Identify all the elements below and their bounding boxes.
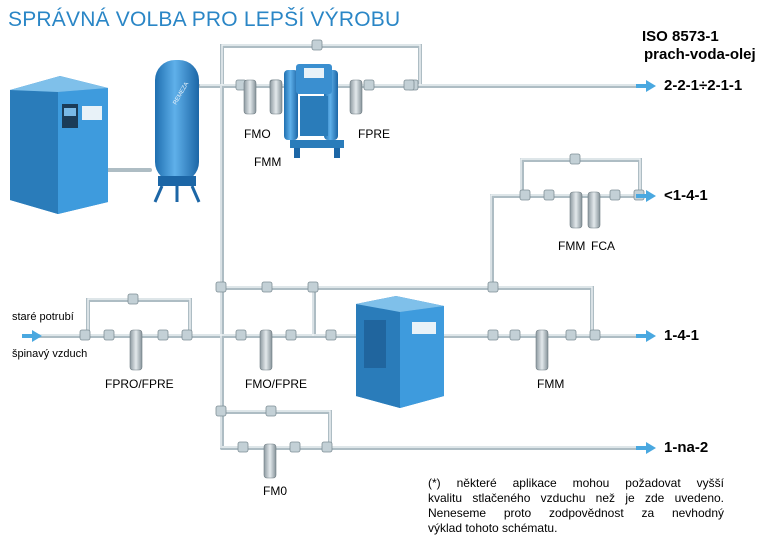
input-label-dirty-air: špinavý vzduch: [12, 348, 88, 360]
note-line-4: výklad tohoto schématu.: [428, 521, 558, 535]
standard-name: ISO 8573-1: [642, 28, 719, 45]
page-title: SPRÁVNÁ VOLBA PRO LEPŠÍ VÝROBU: [8, 8, 401, 31]
arrow-mid: [636, 330, 656, 342]
adsorption-dryer: [284, 64, 344, 158]
compressor-unit: [10, 76, 108, 214]
air-receiver-tank: REMEZA: [153, 60, 201, 203]
filter-label-fmm-fca: FMM: [558, 239, 586, 253]
filter-label-fmo: FMO: [244, 127, 271, 141]
arrow-top: [636, 80, 656, 92]
output-label-fca: <1-4-1: [664, 187, 708, 204]
filter-label-fmo-fpre: FMO/FPRE: [245, 377, 307, 391]
filter-label-fpre: FPRE: [358, 127, 391, 141]
disclaimer-note: (*) některé aplikace mohou požadovat vyš…: [428, 476, 724, 536]
input-label-old-pipe: staré potrubí: [12, 311, 74, 323]
note-line-1: (*) některé aplikace mohou požadovat vyš…: [428, 476, 724, 490]
arrow-bottom: [636, 442, 656, 454]
valve-fittings: [79, 39, 645, 453]
arrow-input: [22, 330, 42, 342]
standard-subtitle: prach-voda-olej: [644, 46, 756, 63]
filter-label-fpro-fpre: FPRO/FPRE: [105, 377, 174, 391]
output-label-mid: 1-4-1: [664, 327, 700, 344]
arrow-fca: [636, 190, 656, 202]
filter-housings: [129, 79, 601, 479]
output-arrows: [22, 80, 656, 454]
note-line-3: Neneseme proto zodpovědnost za nevhodný: [428, 506, 724, 520]
filter-label-fca: FCA: [591, 239, 615, 253]
output-label-top: 2-2-1÷2-1-1: [664, 77, 743, 94]
refrigeration-dryer: [356, 296, 444, 408]
filter-label-fmm-top: FMM: [254, 155, 282, 169]
filter-label-fm0: FM0: [263, 484, 287, 498]
output-label-bottom: 1-na-2: [664, 439, 709, 456]
note-line-2: kvalitu stlačeného vzduchu než je zde uv…: [428, 491, 724, 505]
filter-label-fmm-mid: FMM: [537, 377, 565, 391]
